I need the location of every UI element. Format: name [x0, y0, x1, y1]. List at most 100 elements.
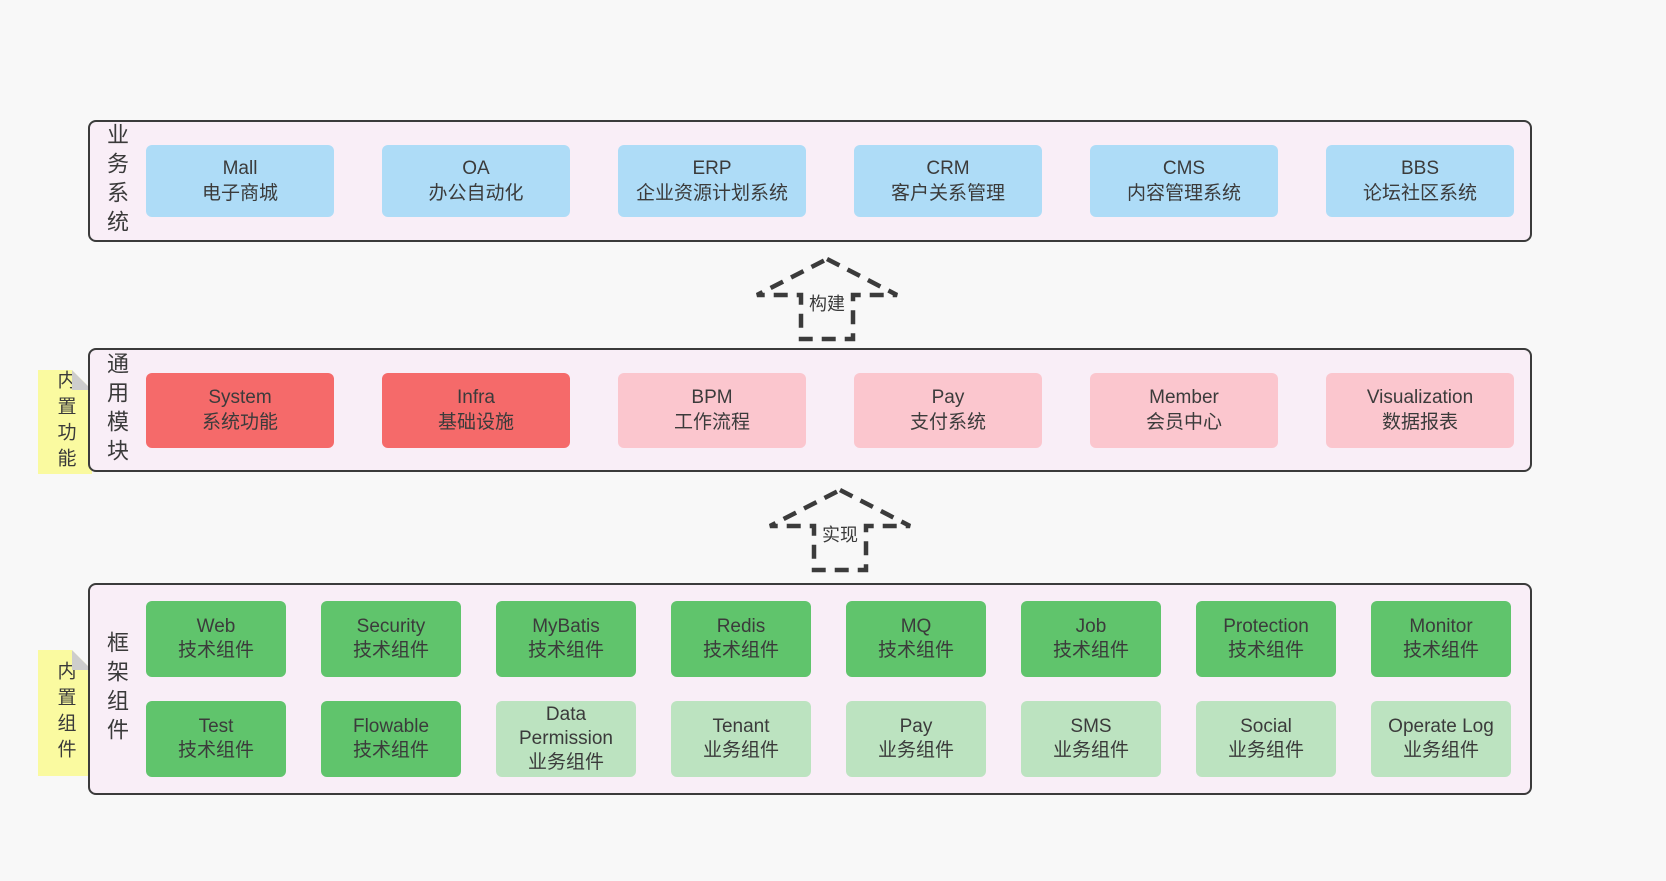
box-name-en: CRM [926, 158, 970, 179]
box-pay-component: Pay 业务组件 [846, 701, 986, 777]
box-sms: SMS 业务组件 [1021, 701, 1161, 777]
business-box-row: Mall 电子商城 OA 办公自动化 ERP 企业资源计划系统 CRM 客户关系… [146, 122, 1514, 240]
box-name-en: Pay [899, 716, 933, 737]
box-name-zh: 技术组件 [702, 640, 779, 661]
box-name-zh: 办公自动化 [428, 183, 524, 204]
box-monitor: Monitor 技术组件 [1371, 601, 1511, 677]
box-mybatis: MyBatis 技术组件 [496, 601, 636, 677]
arrow-label: 构建 [806, 290, 848, 316]
box-name-zh: 业务组件 [1052, 740, 1129, 761]
box-name-zh: 技术组件 [177, 640, 254, 661]
box-name-en: System [208, 387, 272, 408]
box-name-zh: 技术组件 [177, 740, 254, 761]
arrow-implement: 实现 [760, 485, 920, 575]
box-name-en: ERP [692, 158, 732, 179]
box-security: Security 技术组件 [321, 601, 461, 677]
box-redis: Redis 技术组件 [671, 601, 811, 677]
sticky-note-builtin-features: 内置功能 [38, 370, 92, 474]
box-protection: Protection 技术组件 [1196, 601, 1336, 677]
box-name-zh: 内容管理系统 [1126, 183, 1241, 204]
box-social: Social 业务组件 [1196, 701, 1336, 777]
box-name-zh: 技术组件 [1402, 640, 1479, 661]
components-rows: Web 技术组件 Security 技术组件 MyBatis 技术组件 Redi… [146, 585, 1511, 793]
components-row-2: Test 技术组件 Flowable 技术组件 Data Permission … [146, 701, 1511, 777]
box-name-zh: 技术组件 [352, 640, 429, 661]
box-name-zh: 业务组件 [1227, 740, 1304, 761]
box-name-zh: 技术组件 [1052, 640, 1129, 661]
box-name-en: Member [1149, 387, 1219, 408]
box-member: Member 会员中心 [1090, 372, 1278, 448]
panel-title: 通用模块 [104, 352, 129, 468]
box-name-en: Redis [716, 616, 766, 637]
box-name-en: Infra [456, 387, 496, 408]
box-name-en: Monitor [1409, 616, 1473, 637]
box-name-en: BPM [691, 387, 733, 408]
panel-common-modules: 通用模块 System 系统功能 Infra 基础设施 BPM 工作流程 Pay… [88, 348, 1532, 472]
box-name-zh: 企业资源计划系统 [635, 183, 788, 204]
box-pay-system: Pay 支付系统 [854, 372, 1042, 448]
box-name-zh: 工作流程 [673, 412, 750, 433]
box-flowable: Flowable 技术组件 [321, 701, 461, 777]
box-name-zh: 数据报表 [1381, 412, 1458, 433]
box-name-en: MQ [900, 616, 932, 637]
box-name-zh: 基础设施 [437, 412, 514, 433]
box-name-zh: 业务组件 [877, 740, 954, 761]
sticky-label: 内置组件 [54, 661, 76, 765]
sticky-label: 内置功能 [54, 370, 76, 474]
box-name-zh: 客户关系管理 [890, 183, 1005, 204]
box-name-zh: 会员中心 [1145, 412, 1222, 433]
box-name-zh: 技术组件 [877, 640, 954, 661]
box-job: Job 技术组件 [1021, 601, 1161, 677]
box-name-en: Tenant [712, 716, 770, 737]
box-name-en: Test [198, 716, 234, 737]
box-name-en: Mall [222, 158, 258, 179]
box-name-en: Operate Log [1388, 716, 1494, 737]
box-test: Test 技术组件 [146, 701, 286, 777]
box-infra: Infra 基础设施 [382, 372, 570, 448]
box-name-en: Job [1075, 616, 1107, 637]
box-name-zh: 业务组件 [527, 752, 604, 773]
box-name-en: Data Permission [519, 704, 613, 749]
box-name-zh: 电子商城 [201, 183, 278, 204]
box-system: System 系统功能 [146, 372, 334, 448]
box-name-zh: 业务组件 [702, 740, 779, 761]
box-name-zh: 技术组件 [1227, 640, 1304, 661]
box-web: Web 技术组件 [146, 601, 286, 677]
modules-box-row: System 系统功能 Infra 基础设施 BPM 工作流程 Pay 支付系统… [146, 350, 1514, 470]
box-name-en: Flowable [352, 716, 430, 737]
box-erp: ERP 企业资源计划系统 [618, 145, 806, 217]
dashed-up-arrow-icon [755, 256, 899, 342]
box-crm: CRM 客户关系管理 [854, 145, 1042, 217]
box-visualization: Visualization 数据报表 [1326, 372, 1514, 448]
box-name-zh: 技术组件 [527, 640, 604, 661]
box-oa: OA 办公自动化 [382, 145, 570, 217]
box-bpm: BPM 工作流程 [618, 372, 806, 448]
box-bbs: BBS 论坛社区系统 [1326, 145, 1514, 217]
box-name-zh: 支付系统 [909, 412, 986, 433]
arrow-build: 构建 [747, 254, 907, 344]
box-data-permission: Data Permission 业务组件 [496, 701, 636, 777]
box-name-zh: 系统功能 [201, 412, 278, 433]
box-name-en: Protection [1223, 616, 1309, 637]
box-name-en: Social [1240, 716, 1292, 737]
box-name-en: Pay [931, 387, 965, 408]
box-name-zh: 业务组件 [1402, 740, 1479, 761]
components-row-1: Web 技术组件 Security 技术组件 MyBatis 技术组件 Redi… [146, 601, 1511, 677]
box-name-en: Web [196, 616, 236, 637]
panel-framework-components: 框架组件 Web 技术组件 Security 技术组件 MyBatis 技术组件… [88, 583, 1532, 795]
box-tenant: Tenant 业务组件 [671, 701, 811, 777]
arrow-label: 实现 [819, 521, 861, 547]
panel-title: 框架组件 [104, 631, 129, 747]
sticky-note-builtin-components: 内置组件 [38, 650, 92, 776]
box-mq: MQ 技术组件 [846, 601, 986, 677]
dashed-up-arrow-icon [768, 487, 912, 573]
panel-business-systems: 业务系统 Mall 电子商城 OA 办公自动化 ERP 企业资源计划系统 CRM… [88, 120, 1532, 242]
panel-title: 业务系统 [104, 123, 129, 239]
box-name-en: SMS [1070, 716, 1112, 737]
box-cms: CMS 内容管理系统 [1090, 145, 1278, 217]
box-name-en: MyBatis [532, 616, 600, 637]
box-name-zh: 论坛社区系统 [1362, 183, 1477, 204]
box-name-en: OA [462, 158, 490, 179]
box-mall: Mall 电子商城 [146, 145, 334, 217]
box-name-en: Visualization [1366, 387, 1474, 408]
